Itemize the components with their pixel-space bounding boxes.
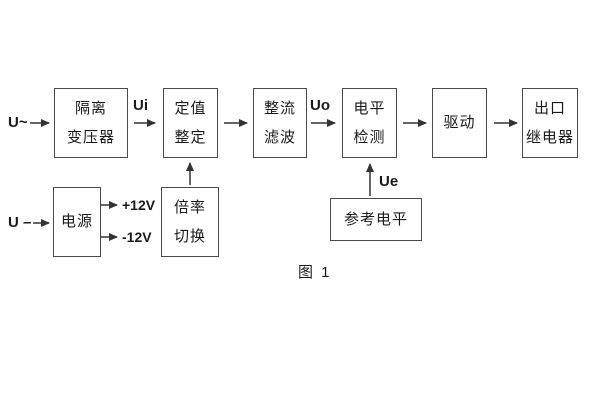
signal-label-ui: Ui [133, 97, 148, 114]
signal-label-uo: Uo [310, 97, 330, 114]
block-label: 滤波 [263, 128, 296, 146]
block-setting-adjust: 定值 整定 [163, 88, 218, 158]
block-label: 倍率 [173, 198, 206, 216]
signal-label-ue: Ue [379, 173, 399, 190]
block-ratio-switch: 倍率 切换 [161, 187, 219, 257]
block-label: 切换 [173, 227, 206, 245]
block-label: 变压器 [66, 128, 115, 146]
block-label: 电平 [353, 99, 386, 117]
block-output-relay: 出口 继电器 [522, 88, 578, 158]
block-label: 整流 [263, 99, 296, 117]
block-label: 整定 [174, 128, 207, 146]
block-rectifier-filter: 整流 滤波 [253, 88, 307, 158]
rail-label-pos12v: +12V [122, 197, 156, 213]
block-label: 检测 [353, 128, 386, 146]
block-label: 继电器 [525, 128, 574, 146]
block-isolation-transformer: 隔离 变压器 [54, 88, 128, 158]
figure-caption: 图 1 [298, 264, 332, 281]
block-power-supply: 电源 [53, 187, 101, 257]
block-label: 电源 [60, 213, 93, 230]
block-label: 参考电平 [343, 210, 408, 228]
block-label: 定值 [174, 99, 207, 117]
block-label: 出口 [533, 99, 566, 117]
input-label-u-dc: U – [8, 214, 32, 231]
input-label-u-ac: U~ [8, 114, 28, 131]
block-level-detect: 电平 检测 [342, 88, 397, 158]
block-reference-level: 参考电平 [330, 198, 422, 241]
rail-label-neg12v: -12V [122, 229, 152, 245]
block-label: 驱动 [443, 114, 476, 131]
block-label: 隔离 [74, 99, 107, 117]
block-drive: 驱动 [432, 88, 487, 158]
